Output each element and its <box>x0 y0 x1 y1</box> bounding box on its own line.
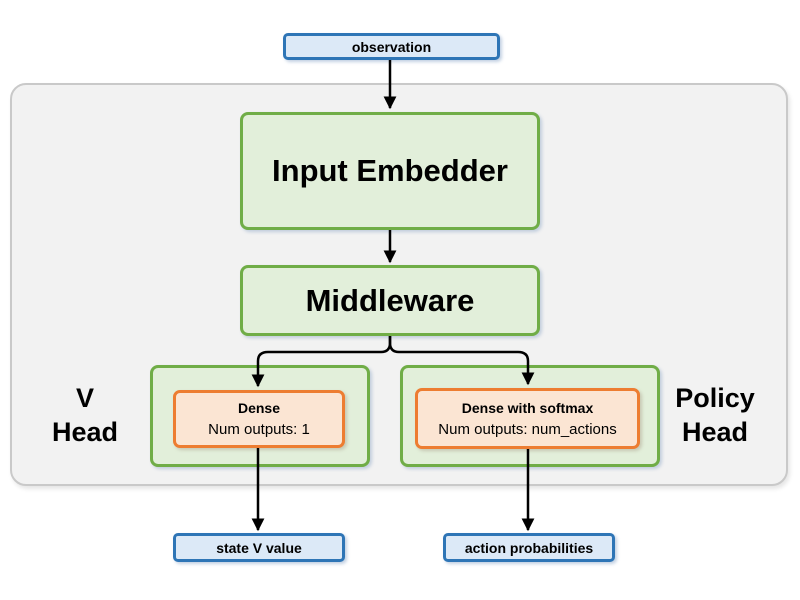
policy-head-label-line2: Head <box>681 417 749 447</box>
state-v-value-label: state V value <box>216 539 302 556</box>
v-head-label: V Head <box>25 381 145 449</box>
action-probabilities-label: action probabilities <box>464 539 594 556</box>
node-observation: observation <box>283 33 500 60</box>
v-dense-title: Dense <box>237 400 281 416</box>
node-v-dense: Dense Num outputs: 1 <box>173 390 345 448</box>
node-action-probabilities: action probabilities <box>443 533 615 562</box>
policy-head-label: Policy Head <box>655 381 775 449</box>
middleware-label: Middleware <box>305 282 475 318</box>
node-middleware: Middleware <box>240 265 540 336</box>
node-input-embedder: Input Embedder <box>240 112 540 230</box>
input-embedder-label: Input Embedder <box>272 153 508 188</box>
observation-label: observation <box>351 38 432 55</box>
v-head-label-line1: V <box>75 383 94 413</box>
policy-dense-subtitle: Num outputs: num_actions <box>438 420 617 438</box>
node-policy-dense: Dense with softmax Num outputs: num_acti… <box>415 388 640 449</box>
node-state-v-value: state V value <box>173 533 345 562</box>
v-head-label-line2: Head <box>51 417 119 447</box>
policy-dense-title: Dense with softmax <box>461 399 594 416</box>
policy-head-label-line1: Policy <box>675 383 755 413</box>
v-dense-subtitle: Num outputs: 1 <box>208 421 310 438</box>
